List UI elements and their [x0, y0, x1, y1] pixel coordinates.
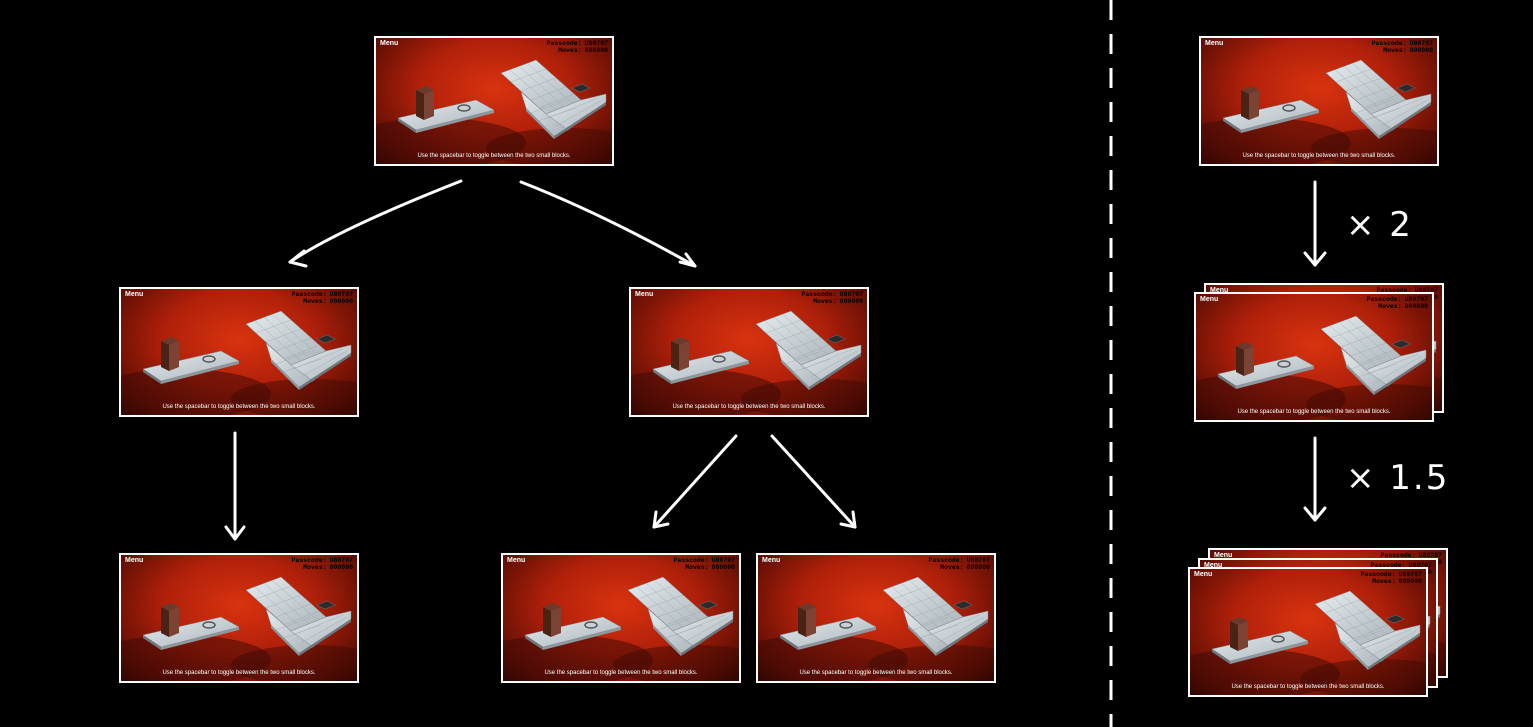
menu-button[interactable]: Menu: [380, 40, 399, 47]
arrow-root-to-left: [288, 179, 463, 264]
hud-panel: Passcode:U80707 Moves:000000: [546, 40, 608, 54]
passcode-value: U80707: [1408, 562, 1432, 569]
moves-value: 000000: [584, 47, 608, 54]
hud-panel: Passcode:U80707 Moves:000000: [291, 291, 353, 305]
moves-label: Moves:: [303, 564, 327, 571]
passcode-label: Passcode:: [1366, 296, 1402, 303]
moves-value: 000000: [329, 564, 353, 571]
passcode-label: Passcode:: [1371, 40, 1407, 47]
moves-label: Moves:: [685, 564, 709, 571]
menu-button[interactable]: Menu: [762, 557, 781, 564]
passcode-label: Passcode:: [1370, 562, 1406, 569]
game-board-scene: [758, 576, 994, 681]
passcode-label: Passcode:: [928, 557, 964, 564]
passcode-value: U80707: [1414, 287, 1438, 294]
menu-button[interactable]: Menu: [1204, 562, 1223, 569]
hud-panel: Passcode:U80707 Moves:000000: [1360, 571, 1422, 585]
passcode-value: U80707: [584, 40, 608, 47]
hint-text: Use the spacebar to toggle between the t…: [672, 404, 826, 410]
menu-button[interactable]: Menu: [1194, 571, 1213, 578]
moves-label: Moves:: [303, 298, 327, 305]
hint-text: Use the spacebar to toggle between the t…: [162, 670, 316, 676]
passcode-label: Passcode:: [1380, 552, 1416, 559]
passcode-label: Passcode:: [291, 557, 327, 564]
passcode-value: U80707: [839, 291, 863, 298]
game-screenshot-bottom-middle: Menu Passcode:U80707 Moves:000000 Use th…: [501, 553, 741, 683]
arrow-right-to-bottom-right: [770, 434, 857, 529]
passcode-label: Passcode:: [1360, 571, 1396, 578]
moves-label: Moves:: [1378, 303, 1402, 310]
moves-label: Moves:: [940, 564, 964, 571]
game-screenshot-left-child: Menu Passcode:U80707 Moves:000000 Use th…: [119, 287, 359, 417]
passcode-label: Passcode:: [801, 291, 837, 298]
hud-panel: Passcode:U80707 Moves:000000: [291, 557, 353, 571]
game-screenshot-stack2-front: Menu Passcode:U80707 Moves:000000 Use th…: [1194, 292, 1434, 422]
hint-text: Use the spacebar to toggle between the t…: [162, 404, 316, 410]
passcode-value: U80707: [1398, 571, 1422, 578]
passcode-value: U80707: [329, 291, 353, 298]
passcode-label: Passcode:: [291, 291, 327, 298]
game-screenshot-stack3-front: Menu Passcode:U80707 Moves:000000 Use th…: [1188, 567, 1428, 697]
passcode-label: Passcode:: [673, 557, 709, 564]
passcode-value: U80707: [1418, 552, 1442, 559]
game-board-scene: [121, 310, 357, 415]
game-screenshot-right-child: Menu Passcode:U80707 Moves:000000 Use th…: [629, 287, 869, 417]
arrow-right-to-bottom-left: [652, 434, 738, 529]
game-screenshot-bottom-left: Menu Passcode:U80707 Moves:000000 Use th…: [119, 553, 359, 683]
game-board-scene: [503, 576, 739, 681]
hud-panel: Passcode:U80707 Moves:000000: [673, 557, 735, 571]
menu-button[interactable]: Menu: [1214, 552, 1233, 559]
game-screenshot-single: Menu Passcode:U80707 Moves:000000 Use th…: [1199, 36, 1439, 166]
moves-value: 000000: [329, 298, 353, 305]
hint-text: Use the spacebar to toggle between the t…: [544, 670, 698, 676]
passcode-label: Passcode:: [546, 40, 582, 47]
passcode-label: Passcode:: [1376, 287, 1412, 294]
menu-button[interactable]: Menu: [125, 557, 144, 564]
game-board-scene: [1190, 590, 1426, 695]
moves-label: Moves:: [1383, 47, 1407, 54]
passcode-value: U80707: [1404, 296, 1428, 303]
menu-button[interactable]: Menu: [1210, 287, 1229, 294]
moves-value: 000000: [1404, 303, 1428, 310]
multiplier-x1-5: × 1.5: [1346, 458, 1450, 498]
moves-value: 000000: [839, 298, 863, 305]
hint-text: Use the spacebar to toggle between the t…: [417, 153, 571, 159]
moves-value: 000000: [711, 564, 735, 571]
moves-value: 000000: [1398, 578, 1422, 585]
hint-text: Use the spacebar to toggle between the t…: [1237, 409, 1391, 415]
passcode-value: U80707: [966, 557, 990, 564]
hud-panel: Passcode:U80707 Moves:000000: [1371, 40, 1433, 54]
hint-text: Use the spacebar to toggle between the t…: [799, 670, 953, 676]
moves-value: 000000: [966, 564, 990, 571]
passcode-value: U80707: [1409, 40, 1433, 47]
arrow-root-to-right: [519, 180, 697, 268]
moves-label: Moves:: [813, 298, 837, 305]
moves-label: Moves:: [1372, 578, 1396, 585]
game-board-scene: [1201, 59, 1437, 164]
menu-button[interactable]: Menu: [125, 291, 144, 298]
game-screenshot-root: Menu Passcode:U80707 Moves:000000 Use th…: [374, 36, 614, 166]
game-board-scene: [631, 310, 867, 415]
menu-button[interactable]: Menu: [635, 291, 654, 298]
moves-value: 000000: [1409, 47, 1433, 54]
hud-panel: Passcode:U80707 Moves:000000: [801, 291, 863, 305]
game-screenshot-bottom-right: Menu Passcode:U80707 Moves:000000 Use th…: [756, 553, 996, 683]
hint-text: Use the spacebar to toggle between the t…: [1242, 153, 1396, 159]
passcode-value: U80707: [329, 557, 353, 564]
passcode-value: U80707: [711, 557, 735, 564]
moves-label: Moves:: [558, 47, 582, 54]
hud-panel: Passcode:U80707 Moves:000000: [1366, 296, 1428, 310]
menu-button[interactable]: Menu: [1205, 40, 1224, 47]
menu-button[interactable]: Menu: [1200, 296, 1219, 303]
game-board-scene: [1196, 315, 1432, 420]
hint-text: Use the spacebar to toggle between the t…: [1231, 684, 1385, 690]
multiplier-x2: × 2: [1346, 205, 1413, 245]
game-board-scene: [121, 576, 357, 681]
game-board-scene: [376, 59, 612, 164]
menu-button[interactable]: Menu: [507, 557, 526, 564]
hud-panel: Passcode:U80707 Moves:000000: [928, 557, 990, 571]
